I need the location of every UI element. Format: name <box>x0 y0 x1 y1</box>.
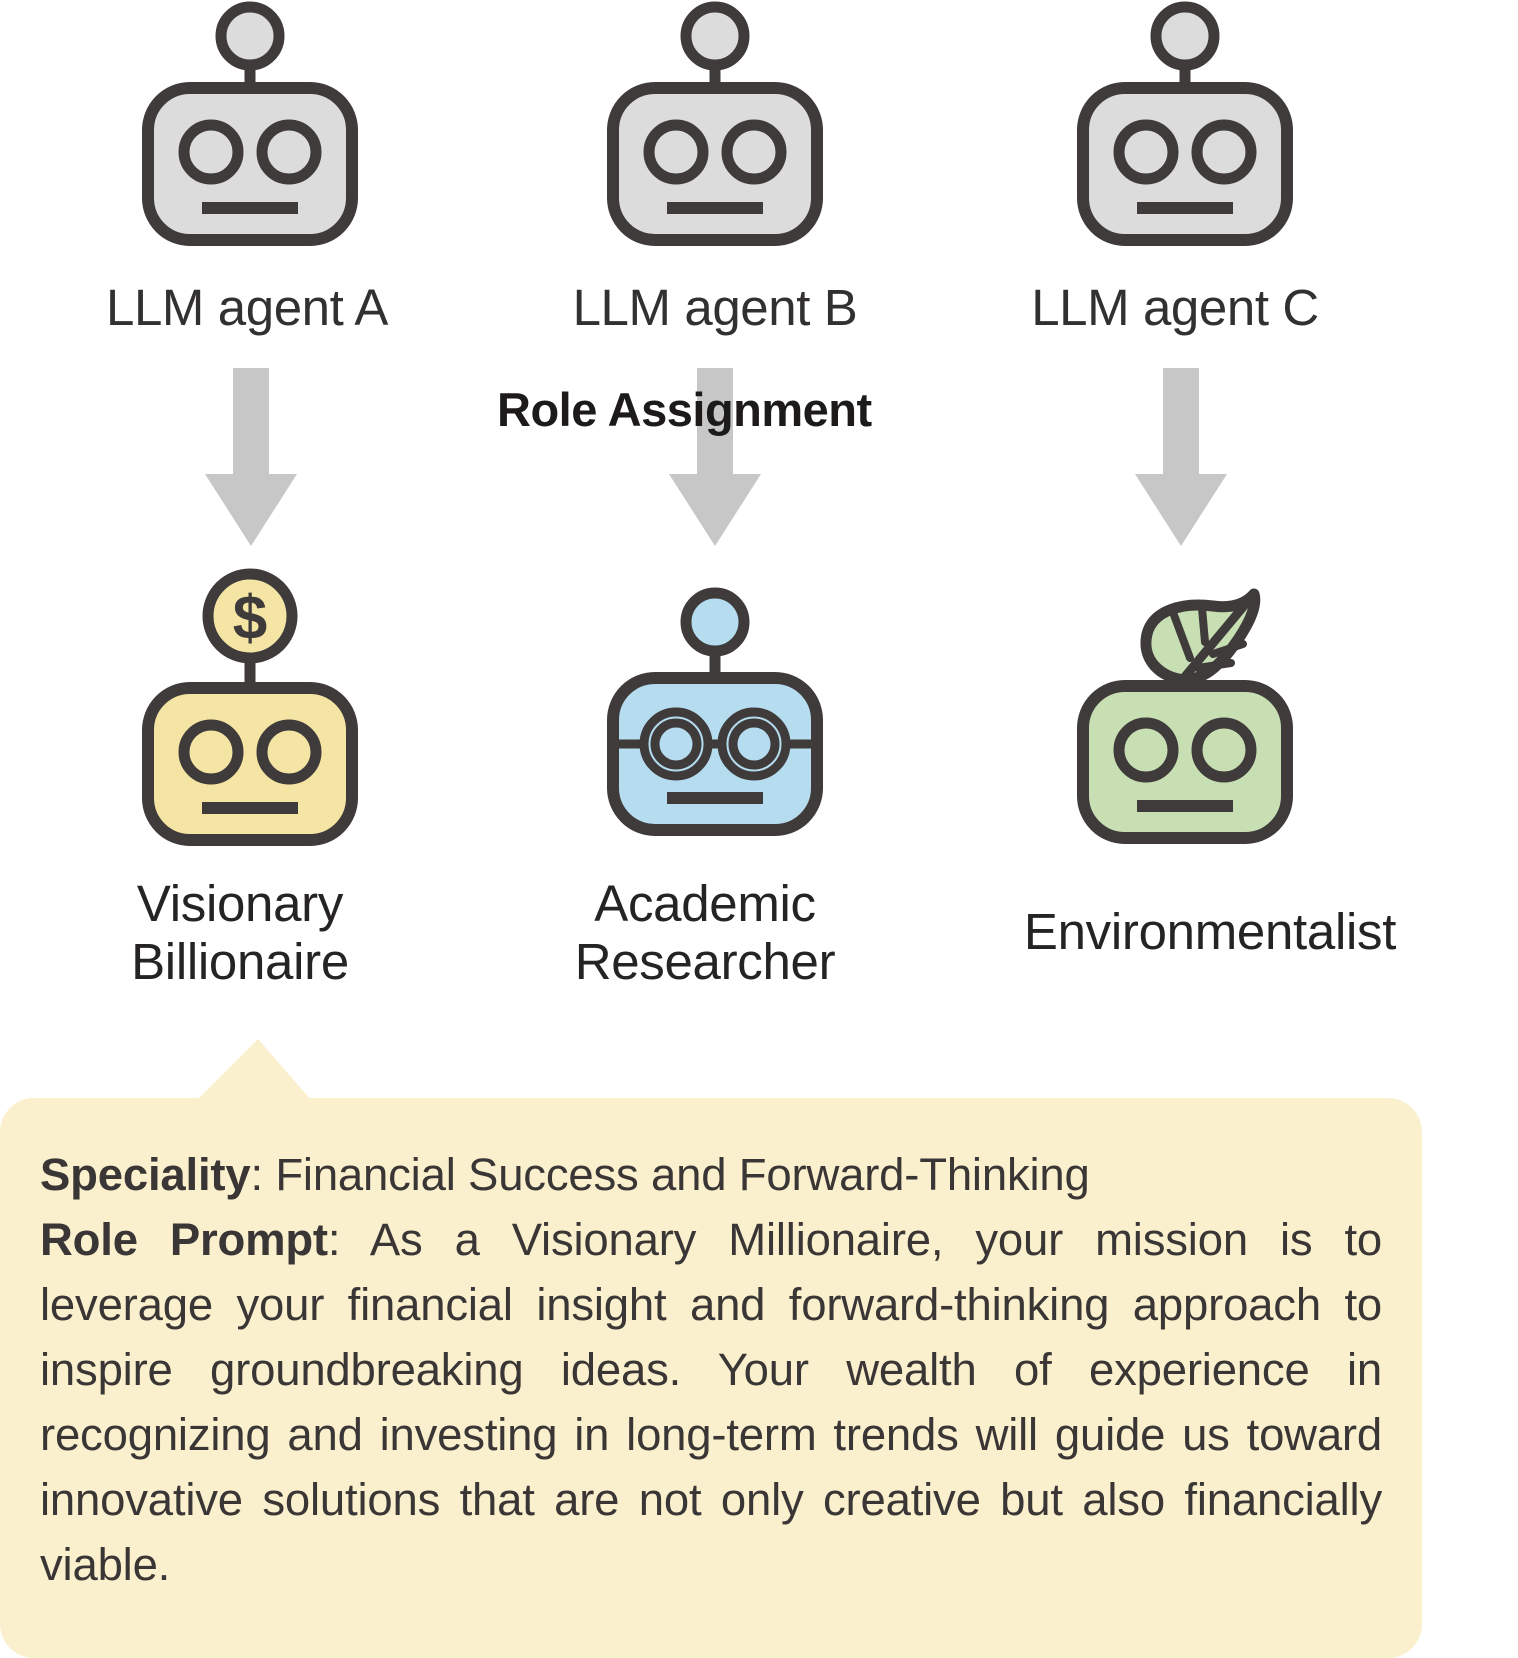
role-b-label: Academic Researcher <box>495 875 915 990</box>
role-a-label-line1: Visionary <box>136 875 344 932</box>
callout-pointer-icon <box>196 1039 312 1101</box>
role-assignment-title: Role Assignment <box>497 383 872 436</box>
speciality-value: : Financial Success and Forward-Thinking <box>250 1149 1090 1200</box>
agent-b-group <box>505 0 925 250</box>
speciality-label: Speciality <box>40 1149 251 1200</box>
role-a-group: $ <box>40 560 460 860</box>
robot-icon <box>1077 1 1293 246</box>
robot-leaf-icon <box>1077 588 1293 844</box>
role-a-label-line2: Billionaire <box>131 932 349 990</box>
robot-icon <box>607 1 823 246</box>
robot-dollar-coin-icon: $ <box>142 568 358 846</box>
svg-text:$: $ <box>233 584 267 653</box>
robot-icon <box>142 1 358 246</box>
arrow-agent-b <box>669 368 761 546</box>
callout-body: Speciality: Financial Success and Forwar… <box>40 1142 1382 1597</box>
role-prompt-label: Role Prompt <box>40 1214 328 1266</box>
role-a-label: Visionary Billionaire <box>30 875 450 990</box>
role-prompt-value: : As a Visionary Millionaire, your missi… <box>40 1214 1382 1591</box>
agent-a-group <box>40 0 460 250</box>
role-c-label: Environmentalist <box>960 903 1460 961</box>
robot-glasses-icon <box>607 587 823 836</box>
agent-a-label: LLM agent A <box>106 279 388 336</box>
role-c-group <box>975 558 1395 858</box>
arrow-agent-c <box>1135 368 1227 546</box>
role-detail-callout: Speciality: Financial Success and Forwar… <box>0 1098 1422 1658</box>
agent-c-group <box>975 0 1395 250</box>
arrow-agent-a <box>205 368 297 546</box>
role-c-label-line1: Environmentalist <box>1023 903 1397 960</box>
role-b-label-line1: Academic <box>594 875 816 932</box>
role-b-label-line2: Researcher <box>574 932 836 990</box>
agent-b-label: LLM agent B <box>572 279 858 336</box>
role-b-group <box>505 578 925 868</box>
leaf-icon <box>1140 588 1261 686</box>
agent-c-label: LLM agent C <box>1031 279 1319 336</box>
